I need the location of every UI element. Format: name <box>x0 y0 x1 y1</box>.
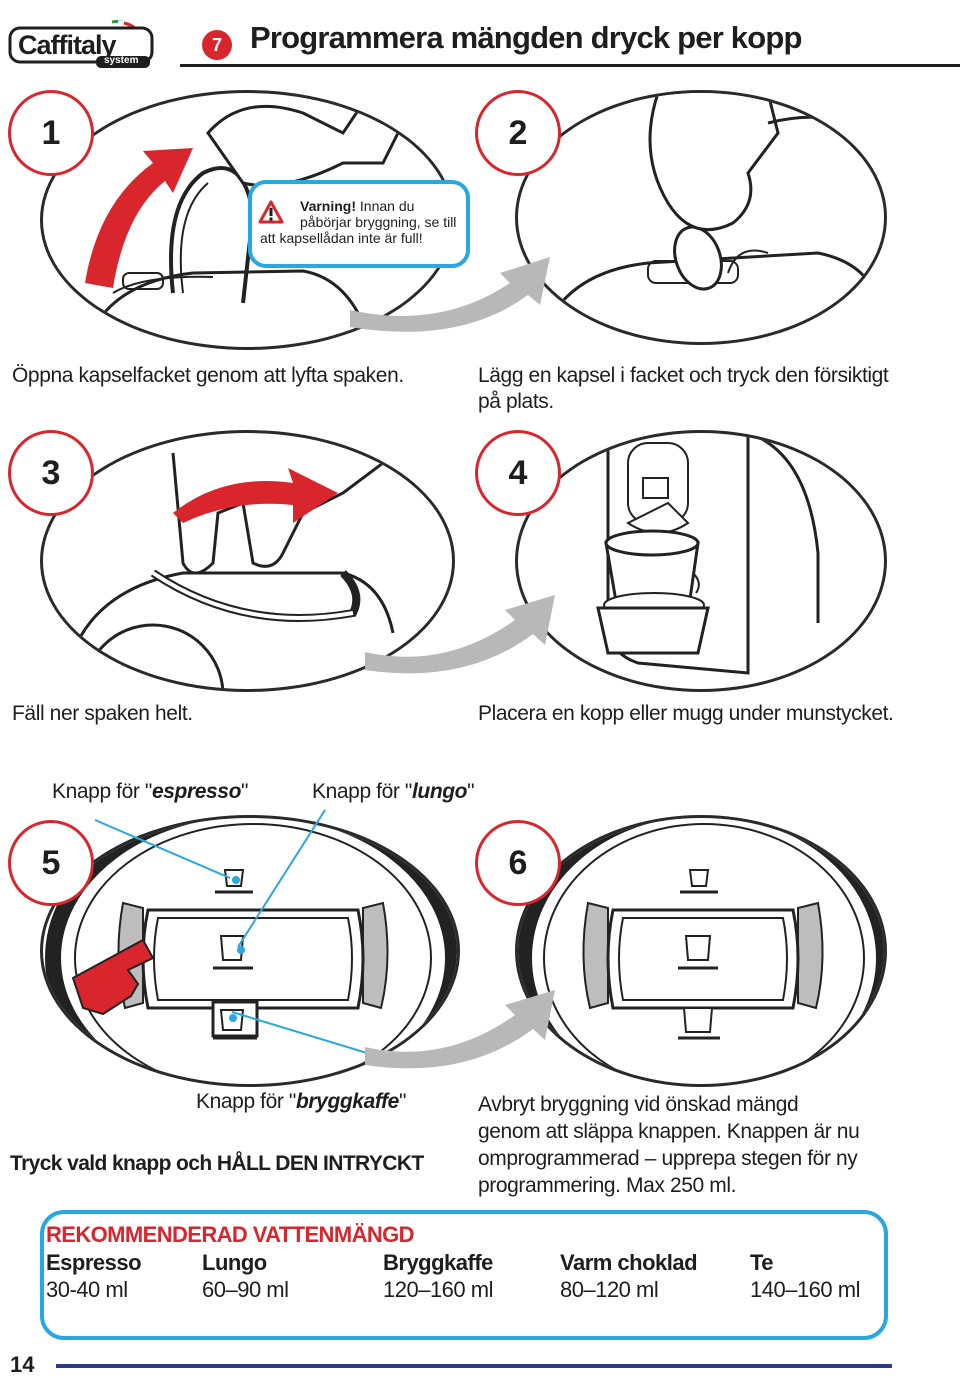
step-5-caption: Tryck vald knapp och HÅLL DEN INTRYCKT <box>10 1152 424 1176</box>
arrow-step1-to-step2-icon <box>340 255 560 340</box>
step-4-number: 4 <box>475 430 561 516</box>
warning-line2: påbörjar bryggning, se till <box>260 214 460 230</box>
rec-espresso-name: Espresso <box>46 1250 141 1276</box>
warning-triangle-icon <box>258 200 284 229</box>
label-prefix: Knapp för " <box>196 1090 296 1113</box>
caffitaly-logo: Caffitaly system <box>8 20 156 70</box>
arrow-step3-to-step4-icon <box>355 590 565 685</box>
step-2-number: 2 <box>475 90 561 176</box>
title-underline <box>180 64 960 67</box>
label-suffix: " <box>399 1090 406 1113</box>
rec-varm-choklad-name: Varm choklad <box>560 1250 697 1276</box>
label-suffix: " <box>467 780 474 803</box>
rec-lungo-value: 60–90 ml <box>202 1277 289 1303</box>
step-3-number: 3 <box>8 430 94 516</box>
step-2-caption-line2: på plats. <box>478 389 554 414</box>
arrow-step5-to-step6-icon <box>355 985 565 1080</box>
step-6-caption-line3: omprogrammerad – upprepa stegen för ny <box>478 1146 857 1171</box>
rec-varm-choklad-value: 80–120 ml <box>560 1277 658 1303</box>
recommended-title: REKOMMENDERAD VATTENMÄNGD <box>46 1222 414 1248</box>
label-name: bryggkaffe <box>296 1090 399 1113</box>
step-6-number: 6 <box>475 820 561 906</box>
step-6-caption-line4: programmering. Max 250 ml. <box>478 1173 736 1198</box>
brew-button-label: Knapp för "bryggkaffe" <box>196 1090 406 1114</box>
rec-te-name: Te <box>750 1250 773 1276</box>
step-2-caption-line1: Lägg en kapsel i facket och tryck den fö… <box>478 363 888 388</box>
section-number-badge: 7 <box>202 30 232 60</box>
warning-line3: att kapsellådan inte är full! <box>260 230 460 246</box>
rec-te-value: 140–160 ml <box>750 1277 860 1303</box>
footer-rule <box>56 1364 892 1368</box>
step-4-caption: Placera en kopp eller mugg under munstyc… <box>478 701 893 726</box>
logo-text: Caffitaly <box>18 30 116 61</box>
warning-line1: Innan du <box>356 198 414 214</box>
step4-illustration <box>515 430 887 692</box>
page-title: Programmera mängden dryck per kopp <box>250 20 802 56</box>
rec-lungo-name: Lungo <box>202 1250 267 1276</box>
rec-espresso-value: 30-40 ml <box>46 1277 128 1303</box>
logo-subtext: system <box>104 55 138 66</box>
step-1-caption: Öppna kapselfacket genom att lyfta spake… <box>12 363 404 388</box>
step-6-caption-line1: Avbryt bryggning vid önskad mängd <box>478 1092 798 1117</box>
rec-bryggkaffe-name: Bryggkaffe <box>383 1250 493 1276</box>
step6-illustration <box>515 815 887 1087</box>
step-1-number: 1 <box>8 90 94 176</box>
rec-bryggkaffe-value: 120–160 ml <box>383 1277 493 1303</box>
step-3-caption: Fäll ner spaken helt. <box>12 701 193 726</box>
page-number: 14 <box>10 1352 34 1378</box>
warning-bold: Varning! <box>300 198 356 214</box>
step-6-caption-line2: genom att släppa knappen. Knappen är nu <box>478 1119 859 1144</box>
step2-illustration <box>515 90 887 345</box>
